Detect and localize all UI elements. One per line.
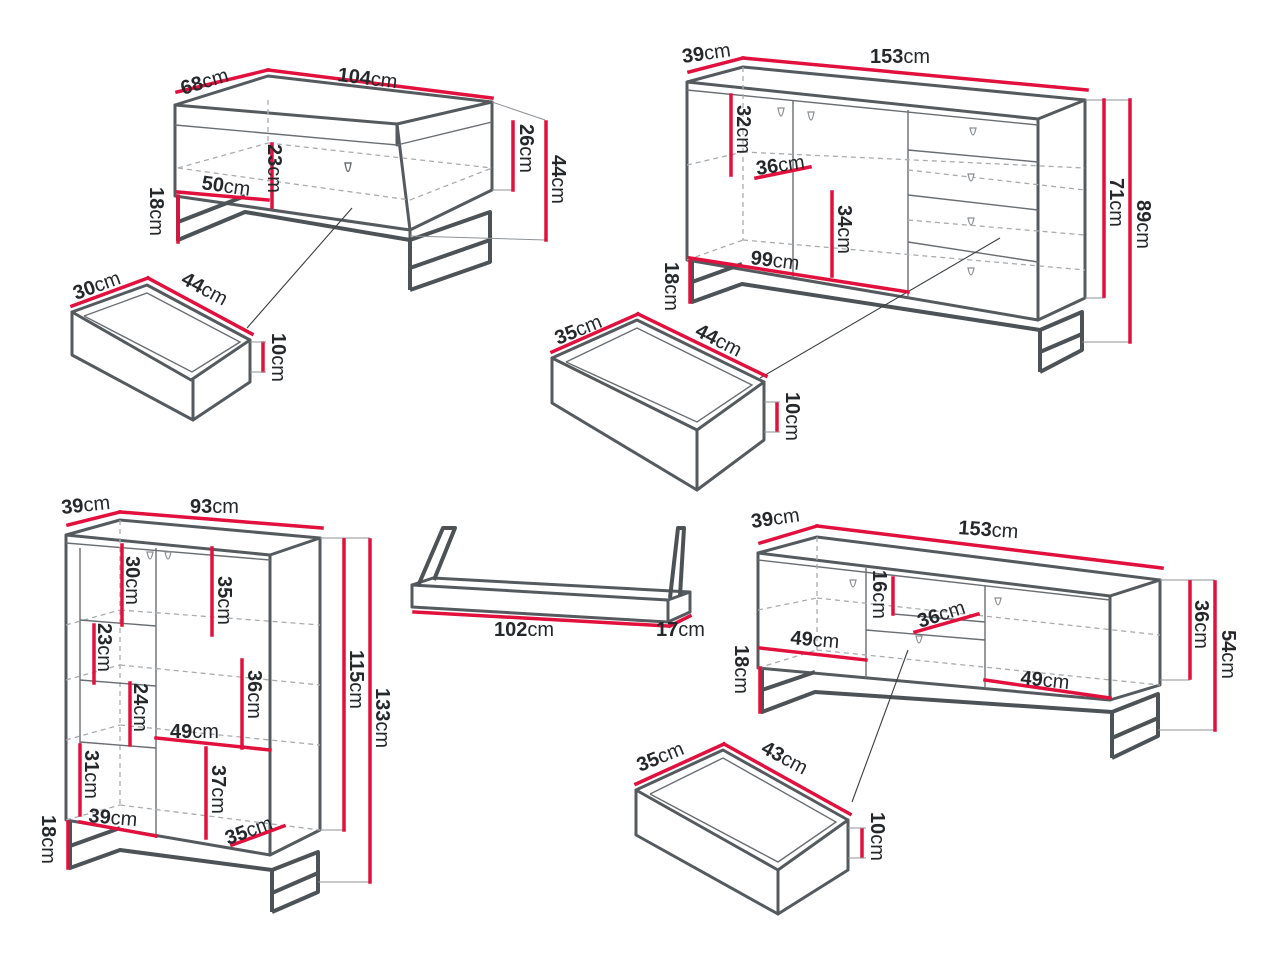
tv-stand-leg-height-label: 18cm xyxy=(730,645,752,694)
coffee-table-inner-height-label: 23cm xyxy=(263,144,285,193)
coffee-table-drawer-drawing xyxy=(69,275,266,422)
sideboard-total-height-label: 89cm xyxy=(1132,200,1154,249)
sideboard-shelf-height-label: 32cm xyxy=(732,105,754,154)
cabinet-total-height-label: 133cm xyxy=(371,688,393,748)
coffee-table-total-height-label: 44cm xyxy=(547,155,569,204)
sideboard-width-label: 153cm xyxy=(870,46,930,68)
tv-stand-body-height-label: 36cm xyxy=(1190,600,1212,649)
cabinet-right-2-label: 36cm xyxy=(243,670,265,719)
tv-stand-total-height-label: 54cm xyxy=(1217,630,1239,679)
coffee-table-drawer-depth-label: 30cm xyxy=(70,267,123,304)
shelf-depth-label: 17cm xyxy=(656,619,705,641)
sideboard-leg-height-label: 18cm xyxy=(660,262,682,311)
sideboard-drawer-drawing xyxy=(549,311,780,492)
cabinet-left-1-label: 30cm xyxy=(121,556,143,605)
cabinet-inner-width-label: 49cm xyxy=(170,721,219,743)
coffee-table-inner-depth-label: 50cm xyxy=(200,172,252,201)
tv-stand-width-label: 153cm xyxy=(958,517,1019,543)
cabinet-body-height-label: 115cm xyxy=(345,650,367,709)
coffee-table-top-height-label: 26cm xyxy=(515,124,537,173)
cabinet-width-label: 93cm xyxy=(190,496,239,518)
tv-stand-depth-label: 39cm xyxy=(750,504,802,533)
shelf-width-label: 102cm xyxy=(494,619,554,641)
tv-stand-drawer-height-label: 10cm xyxy=(866,812,888,861)
cabinet-leg-height-label: 18cm xyxy=(37,815,59,864)
cabinet-right-1-label: 35cm xyxy=(213,576,235,625)
cabinet-bottom-depth-label: 35cm xyxy=(222,812,275,849)
cabinet-depth-label: 39cm xyxy=(60,492,111,519)
coffee-table-width-label: 104cm xyxy=(336,64,398,93)
sideboard-drawer-depth-label: 35cm xyxy=(552,311,606,350)
tv-stand-left-width-label: 49cm xyxy=(790,627,841,653)
sideboard-inner-depth-label: 36cm xyxy=(755,151,807,180)
tv-stand-right-width-label: 49cm xyxy=(1019,667,1070,694)
wall-shelf-drawing xyxy=(410,526,693,629)
cabinet-bottom-width-label: 39cm xyxy=(88,805,139,831)
tv-stand-drawing xyxy=(756,523,1217,803)
cabinet-left-3-label: 24cm xyxy=(129,683,151,732)
sideboard-drawing xyxy=(685,55,1132,379)
cabinet-left-4-label: 31cm xyxy=(80,750,102,799)
cabinet-drawing xyxy=(64,509,372,914)
coffee-table-drawing xyxy=(173,67,548,329)
coffee-table-leg-height-label: 18cm xyxy=(145,187,167,236)
sideboard-depth-label: 39cm xyxy=(681,39,733,68)
cabinet-left-2-label: 23cm xyxy=(93,623,115,672)
tv-stand-drawer-drawing xyxy=(633,741,866,916)
coffee-table-drawer-height-label: 10cm xyxy=(267,333,289,382)
sideboard-compartment-height-label: 34cm xyxy=(833,205,855,254)
sideboard-drawer-height-label: 10cm xyxy=(781,392,803,441)
sideboard-drawer-width-label: 44cm xyxy=(692,320,746,362)
tv-stand-niche-height-label: 16cm xyxy=(868,570,890,619)
cabinet-right-3-label: 37cm xyxy=(207,765,229,814)
sideboard-compartment-width-label: 99cm xyxy=(749,247,800,275)
sideboard-body-height-label: 71cm xyxy=(1105,178,1127,227)
tv-stand-niche-depth-label: 36cm xyxy=(915,597,968,633)
